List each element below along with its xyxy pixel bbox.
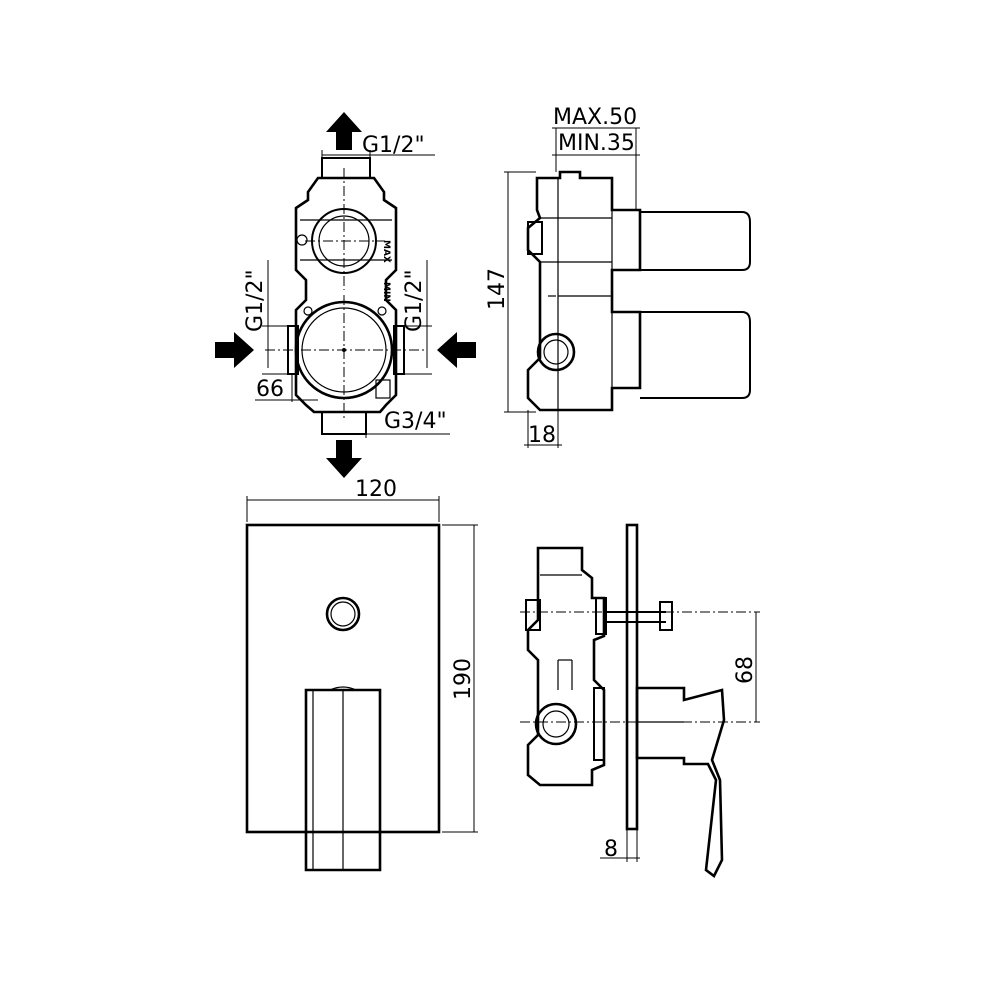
- plate-side: [625, 523, 639, 831]
- right-inlet-label: G1/2": [402, 269, 427, 332]
- mixer-assembly-side-view: 68 8: [520, 523, 760, 878]
- top-inlet-label: G1/2": [362, 133, 425, 158]
- plate-thickness-label: 8: [604, 837, 618, 862]
- screw-icon: [296, 234, 308, 246]
- assembly-body: [526, 546, 606, 787]
- min-mark: MIN: [381, 282, 391, 302]
- body-offset-label: 66: [256, 377, 284, 402]
- arrow-right-icon: [215, 332, 254, 368]
- assembly-flange: [595, 597, 607, 635]
- lower-stem: [640, 311, 751, 399]
- valve-body-front-view: MAX MIN G1/2" G1/2" G1/2" 66 G3/4": [215, 112, 476, 478]
- assembly-top-fitting: [525, 599, 541, 631]
- assembly-lever: [635, 686, 726, 878]
- screw-icon: [303, 306, 313, 316]
- valve-body-side-view: MAX.50 MIN.35 147 18: [485, 105, 751, 448]
- top-connection: [321, 157, 371, 179]
- min-depth-label: MIN.35: [558, 131, 635, 156]
- bottom-outlet: [321, 411, 367, 435]
- left-inlet-label: G1/2": [243, 269, 268, 332]
- side-body: [526, 170, 642, 412]
- plate-width-label: 120: [355, 477, 397, 502]
- cover-plate-front-view: 120 190: [245, 477, 478, 872]
- plug-icon: [375, 379, 391, 399]
- diverter-pin: [659, 601, 673, 631]
- plate-height-label: 190: [451, 658, 476, 700]
- upper-housing: [294, 176, 398, 414]
- bottom-outlet-label: G3/4": [384, 409, 447, 434]
- side-fitting: [527, 221, 543, 255]
- body-height-label: 147: [485, 268, 510, 310]
- diverter-knob: [325, 596, 361, 632]
- side-offset-label: 18: [528, 423, 556, 448]
- arrow-left-icon: [437, 332, 476, 368]
- screw-icon: [377, 306, 387, 316]
- lever-offset-label: 68: [733, 656, 758, 684]
- assembly-inlet: [534, 702, 578, 746]
- arrow-down-icon: [326, 440, 362, 478]
- upper-stem: [640, 211, 751, 271]
- max-mark: MAX: [381, 240, 391, 263]
- side-inlet: [536, 332, 576, 372]
- lever-flange: [593, 687, 605, 761]
- max-depth-label: MAX.50: [553, 105, 637, 130]
- arrow-up-icon: [326, 112, 362, 150]
